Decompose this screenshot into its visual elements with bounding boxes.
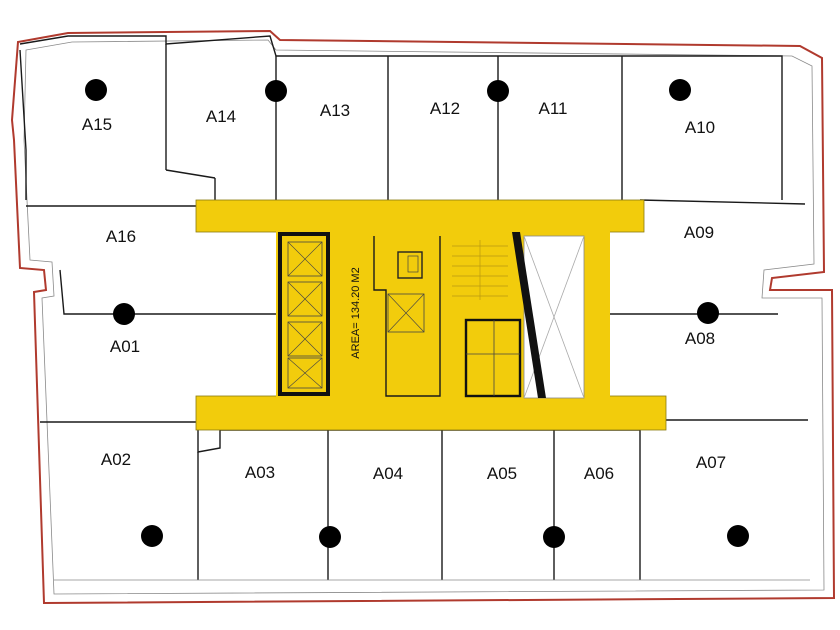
- unit-label-a08: A08: [685, 329, 715, 348]
- unit-label-a01: A01: [110, 337, 140, 356]
- unit-label-a05: A05: [487, 464, 517, 483]
- unit-labels: A15 A14 A13 A12 A11 A10 A16 A09 A01 A08 …: [82, 99, 726, 483]
- column-dot: [113, 303, 135, 325]
- core-beam-north: [195, 199, 645, 233]
- unit-walls: [19, 35, 810, 581]
- column-dot: [697, 302, 719, 324]
- unit-label-a06: A06: [584, 464, 614, 483]
- unit-label-a12: A12: [430, 99, 460, 118]
- unit-label-a10: A10: [685, 118, 715, 137]
- unit-label-a09: A09: [684, 223, 714, 242]
- building-core: AREA= 134.20 M2: [195, 199, 667, 431]
- column-dot: [85, 79, 107, 101]
- column-dot: [669, 79, 691, 101]
- unit-label-a04: A04: [373, 464, 403, 483]
- unit-label-a16: A16: [106, 227, 136, 246]
- unit-label-a14: A14: [206, 107, 236, 126]
- stair-flight: [452, 240, 508, 300]
- column-dot: [727, 525, 749, 547]
- toilet-block: [464, 318, 522, 398]
- structural-columns: [85, 79, 749, 548]
- column-dot: [141, 525, 163, 547]
- core-beam-south: [195, 395, 667, 431]
- elevator-bank: [278, 232, 330, 396]
- unit-label-a02: A02: [101, 450, 131, 469]
- core-area-label: AREA= 134.20 M2: [350, 267, 362, 358]
- column-dot: [487, 80, 509, 102]
- unit-label-a13: A13: [320, 101, 350, 120]
- unit-label-a07: A07: [696, 453, 726, 472]
- unit-label-a03: A03: [245, 463, 275, 482]
- shaft-wall: [512, 232, 546, 398]
- column-dot: [265, 80, 287, 102]
- unit-label-a11: A11: [539, 99, 568, 118]
- column-dot: [543, 526, 565, 548]
- unit-label-a15: A15: [82, 115, 112, 134]
- column-dot: [319, 526, 341, 548]
- service-room: [373, 236, 441, 397]
- glazing-line: [23, 39, 825, 595]
